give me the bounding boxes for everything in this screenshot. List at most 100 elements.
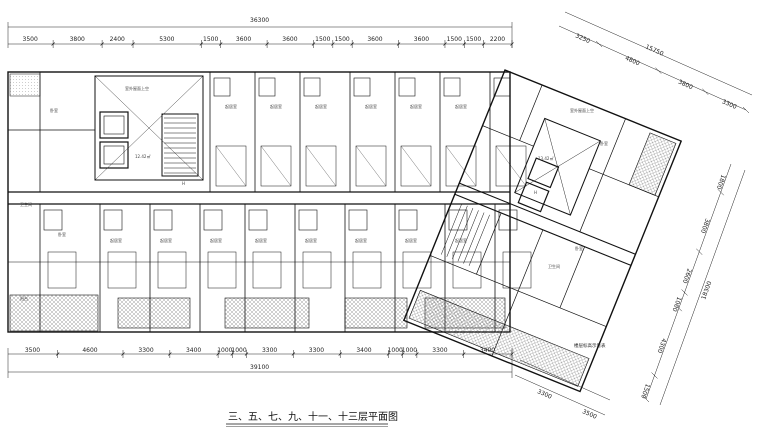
top-segment-label: 3600 <box>414 36 429 43</box>
wing-right-segment-tick <box>642 395 650 403</box>
top-segment-label: 1500 <box>466 36 481 43</box>
lower-room-outline <box>402 251 432 289</box>
lower-bath-pod <box>203 209 223 231</box>
axis-label-h2: H <box>534 190 537 195</box>
wing-top-segment-tick <box>702 88 709 95</box>
wing-bottom-segment-label: 3300 <box>536 388 553 401</box>
void-label-main: 室外屋面上空 <box>125 85 149 91</box>
room-label: 卧室 <box>575 245 583 251</box>
upper-room-outline <box>355 145 387 187</box>
bottom-segment-slash <box>230 352 235 356</box>
drawing-note: 楼层标高示意表 <box>574 342 606 349</box>
bottom-segment-slash <box>461 352 466 356</box>
room-label: 起居室 <box>365 103 377 109</box>
wing-top-segment-label: 3800 <box>677 79 694 92</box>
top-segment-slash <box>199 42 204 46</box>
bottom-segment-slash <box>338 352 342 356</box>
bottom-segment-slash <box>244 352 249 356</box>
bottom-segment-label: 4600 <box>82 347 97 354</box>
upper-bath-pod <box>213 77 231 97</box>
room-label: 起居室 <box>225 103 237 109</box>
wing-top-dimension-chain <box>558 11 753 114</box>
bottom-segment-label: 3300 <box>138 347 153 354</box>
room-label: 起居室 <box>305 237 317 243</box>
wing-top-segment-tick <box>595 40 603 48</box>
lower-room-outline <box>452 251 482 289</box>
lower-room-outline <box>252 251 282 289</box>
bottom-segment-label: 3300 <box>309 347 324 354</box>
top-segment-label: 3500 <box>23 36 38 43</box>
room-label: 起居室 <box>355 237 367 243</box>
upper-bath-pod <box>258 77 276 97</box>
upper-room-outline <box>215 145 247 187</box>
wing-right-segment-label: 1800 <box>715 173 727 190</box>
top-segment-slash <box>100 42 104 46</box>
top-segment-label: 5300 <box>159 36 174 43</box>
top-segment-slash <box>350 42 354 46</box>
upper-room-diagonal <box>260 145 292 187</box>
room-label: 卫生间 <box>548 263 560 269</box>
wing-top-segment-tick <box>655 67 662 74</box>
wing-top-total-dimension: 15750 <box>644 43 664 57</box>
upper-unit-row <box>8 72 527 192</box>
upper-room-diagonal <box>445 145 477 187</box>
room-labels: 卧室卧室卫生间起居室起居室起居室起居室起居室起居室起居室起居室起居室起居室起居室… <box>20 103 608 301</box>
upper-bath-pod <box>303 77 321 97</box>
wing-right-dimension-chain <box>642 163 746 406</box>
upper-bath-pod <box>443 77 461 97</box>
bottom-segment-slash <box>168 352 172 356</box>
top-dimension-chain <box>7 22 514 48</box>
top-segment-slash <box>396 42 401 46</box>
wing-top-segment-label: 3250 <box>574 32 591 45</box>
upper-room-diagonal <box>400 145 432 187</box>
top-segment-slash <box>331 42 335 46</box>
upper-room-outline <box>305 145 337 187</box>
room-label: 起居室 <box>270 103 282 109</box>
room-label: 起居室 <box>110 237 122 243</box>
lower-bath-pod <box>498 209 518 231</box>
lower-bath-pod <box>298 209 318 231</box>
lower-room-outline <box>47 251 77 289</box>
lower-bath-pod <box>153 209 173 231</box>
bottom-segment-label: 1000 <box>402 347 417 354</box>
upper-bath-pod <box>398 77 416 97</box>
upper-room-diagonal <box>355 145 387 187</box>
lower-room-outline <box>502 251 532 289</box>
wing-right-segment-label: 1500 <box>639 383 651 400</box>
lower-room-outline <box>157 251 187 289</box>
top-segment-slash <box>51 42 55 46</box>
wing-top-segment-label: 4800 <box>624 55 641 68</box>
void-label-wing: 室外屋面上空 <box>570 107 594 113</box>
top-segment-label: 1500 <box>315 36 330 43</box>
wing-right-segment-tick <box>675 304 683 312</box>
lobby-area-label: 12.42㎡ <box>135 153 150 159</box>
room-label: 卧室 <box>50 107 58 113</box>
bottom-total-dimension: 39100 <box>250 364 269 371</box>
top-segment-label: 3600 <box>236 36 251 43</box>
bottom-segment-label: 3500 <box>25 347 40 354</box>
wing-right-segment-label: 4300 <box>656 337 668 354</box>
bottom-segment-label: 1000 <box>217 347 232 354</box>
main-block <box>7 71 511 333</box>
room-label: 起居室 <box>210 237 222 243</box>
upper-room-outline <box>400 145 432 187</box>
top-total-dimension: 36300 <box>250 17 269 24</box>
lower-bath-pod <box>398 209 418 231</box>
lower-bath-pod <box>43 209 63 231</box>
wing-lobby-area-label: 13.42㎡ <box>538 155 553 161</box>
axis-label-h1: H <box>182 181 185 186</box>
upper-room-diagonal <box>215 145 247 187</box>
wing-right-segment-label: 3800 <box>699 217 711 234</box>
room-label: 起居室 <box>160 237 172 243</box>
top-segment-label: 1500 <box>334 36 349 43</box>
top-segment-label: 3600 <box>367 36 382 43</box>
wing-right-segment-tick <box>717 189 724 196</box>
upper-bath-pod <box>493 77 511 97</box>
core-area <box>94 75 204 181</box>
top-segment-label: 1500 <box>447 36 462 43</box>
